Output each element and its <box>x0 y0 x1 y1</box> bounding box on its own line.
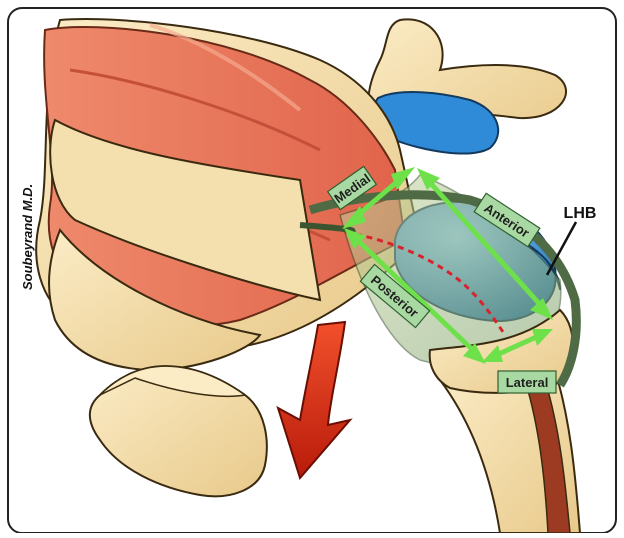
label-lateral: Lateral <box>498 371 556 393</box>
author-signature: Soubeyrand M.D. <box>20 184 35 290</box>
label-lhb: LHB <box>564 205 597 222</box>
label-lateral-text: Lateral <box>506 375 549 390</box>
